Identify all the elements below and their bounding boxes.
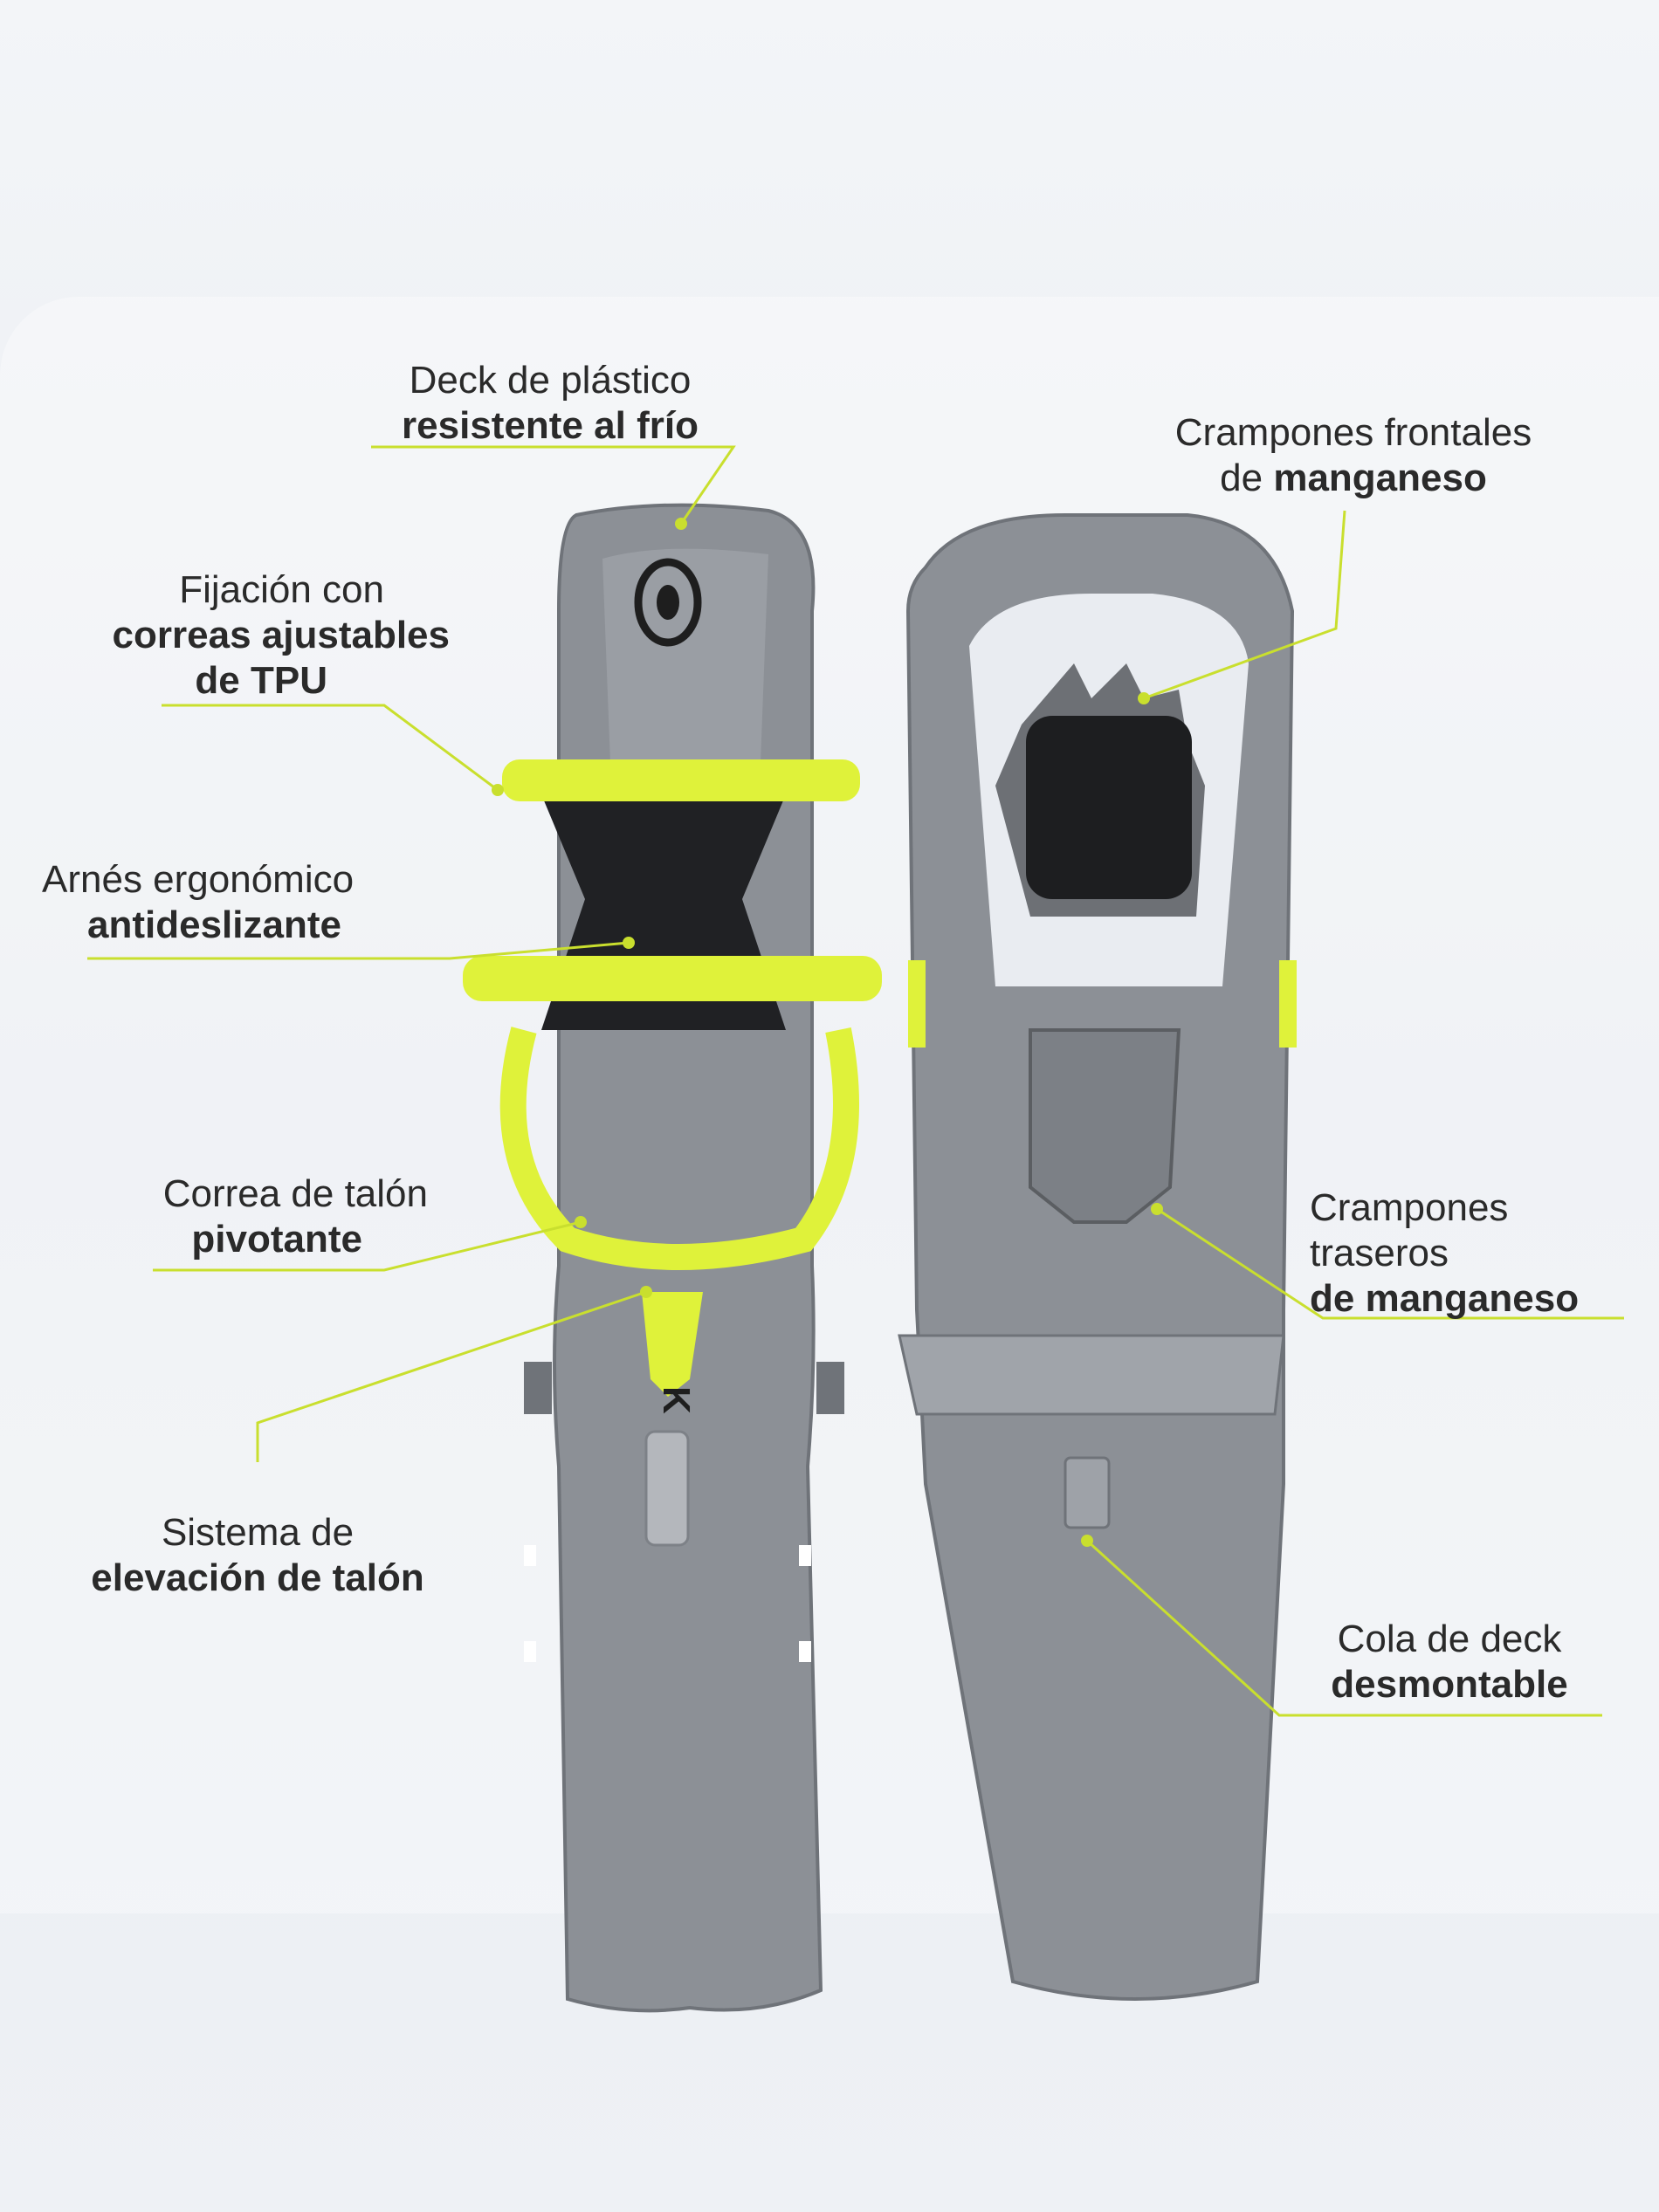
callout-fixation-line1: Fijación con [179,568,384,611]
callout-fixation: Fijación con correas ajustables de TPU [35,567,450,704]
callout-deck-line1: Deck de plástico [409,359,692,402]
callout-heel-lift: Sistema de elevación de talón [44,1510,472,1601]
callout-front-crampons-line1: Crampones frontales [1174,411,1532,454]
callout-fixation-line3: de TPU [195,659,327,702]
callout-heel-lift-line1: Sistema de [161,1511,355,1554]
left-toe-strap [502,759,860,801]
left-heel-tab [642,1292,703,1397]
callout-heel-strap-line2: pivotante [191,1218,362,1261]
callout-rear-crampons: Crampones traseros de manganeso [1310,1185,1642,1322]
callout-deck: Deck de plástico resistente al frío [358,358,742,449]
callout-harness-line2: antideslizante [87,903,341,946]
callout-heel-strap: Correa de talón pivotante [52,1171,428,1262]
tail-clip [1064,1456,1111,1529]
callout-rear-crampons-line1: Crampones [1310,1186,1509,1229]
callout-heel-strap-line1: Correa de talón [162,1172,428,1215]
right-snowshoe [898,513,1297,2001]
left-heel-strap [499,1027,859,1270]
callout-lines [87,445,1624,1717]
callout-deck-line2: resistente al frío [402,404,699,447]
right-binding-plate [1026,716,1192,899]
left-heel-lift [644,1430,690,1547]
callout-rear-crampons-line3: de manganeso [1310,1277,1580,1320]
callout-front-crampons-line2: de manganeso [1109,456,1598,501]
callout-front-crampons-line2-bold: manganeso [1273,457,1487,499]
callout-front-crampons-line2-pre: de [1220,457,1274,499]
logo-icon [634,558,702,647]
rear-crampon [1029,1028,1181,1224]
right-tail [898,1334,1285,1416]
callout-harness-line1: Arnés ergonómico [42,858,355,901]
callout-tail-line1: Cola de deck [1337,1618,1562,1660]
callout-harness: Arnés ergonómico antideslizante [42,857,496,948]
callout-dots [492,518,1163,1547]
callout-heel-lift-line2: elevación de talón [91,1556,424,1599]
left-deck-ridge [602,548,768,786]
callout-tail-line2: desmontable [1331,1663,1568,1706]
callout-tail: Cola de deck desmontable [1284,1617,1615,1707]
background-panel [0,297,1659,1913]
callout-rear-crampons-line2: traseros [1310,1232,1449,1274]
left-snowshoe: K [463,503,882,2013]
left-mid-strap [463,956,882,1001]
callout-front-crampons: Crampones frontales de manganeso [1109,410,1598,501]
logo-letter: K [655,1386,698,1414]
callout-fixation-line2: correas ajustables [112,614,450,656]
